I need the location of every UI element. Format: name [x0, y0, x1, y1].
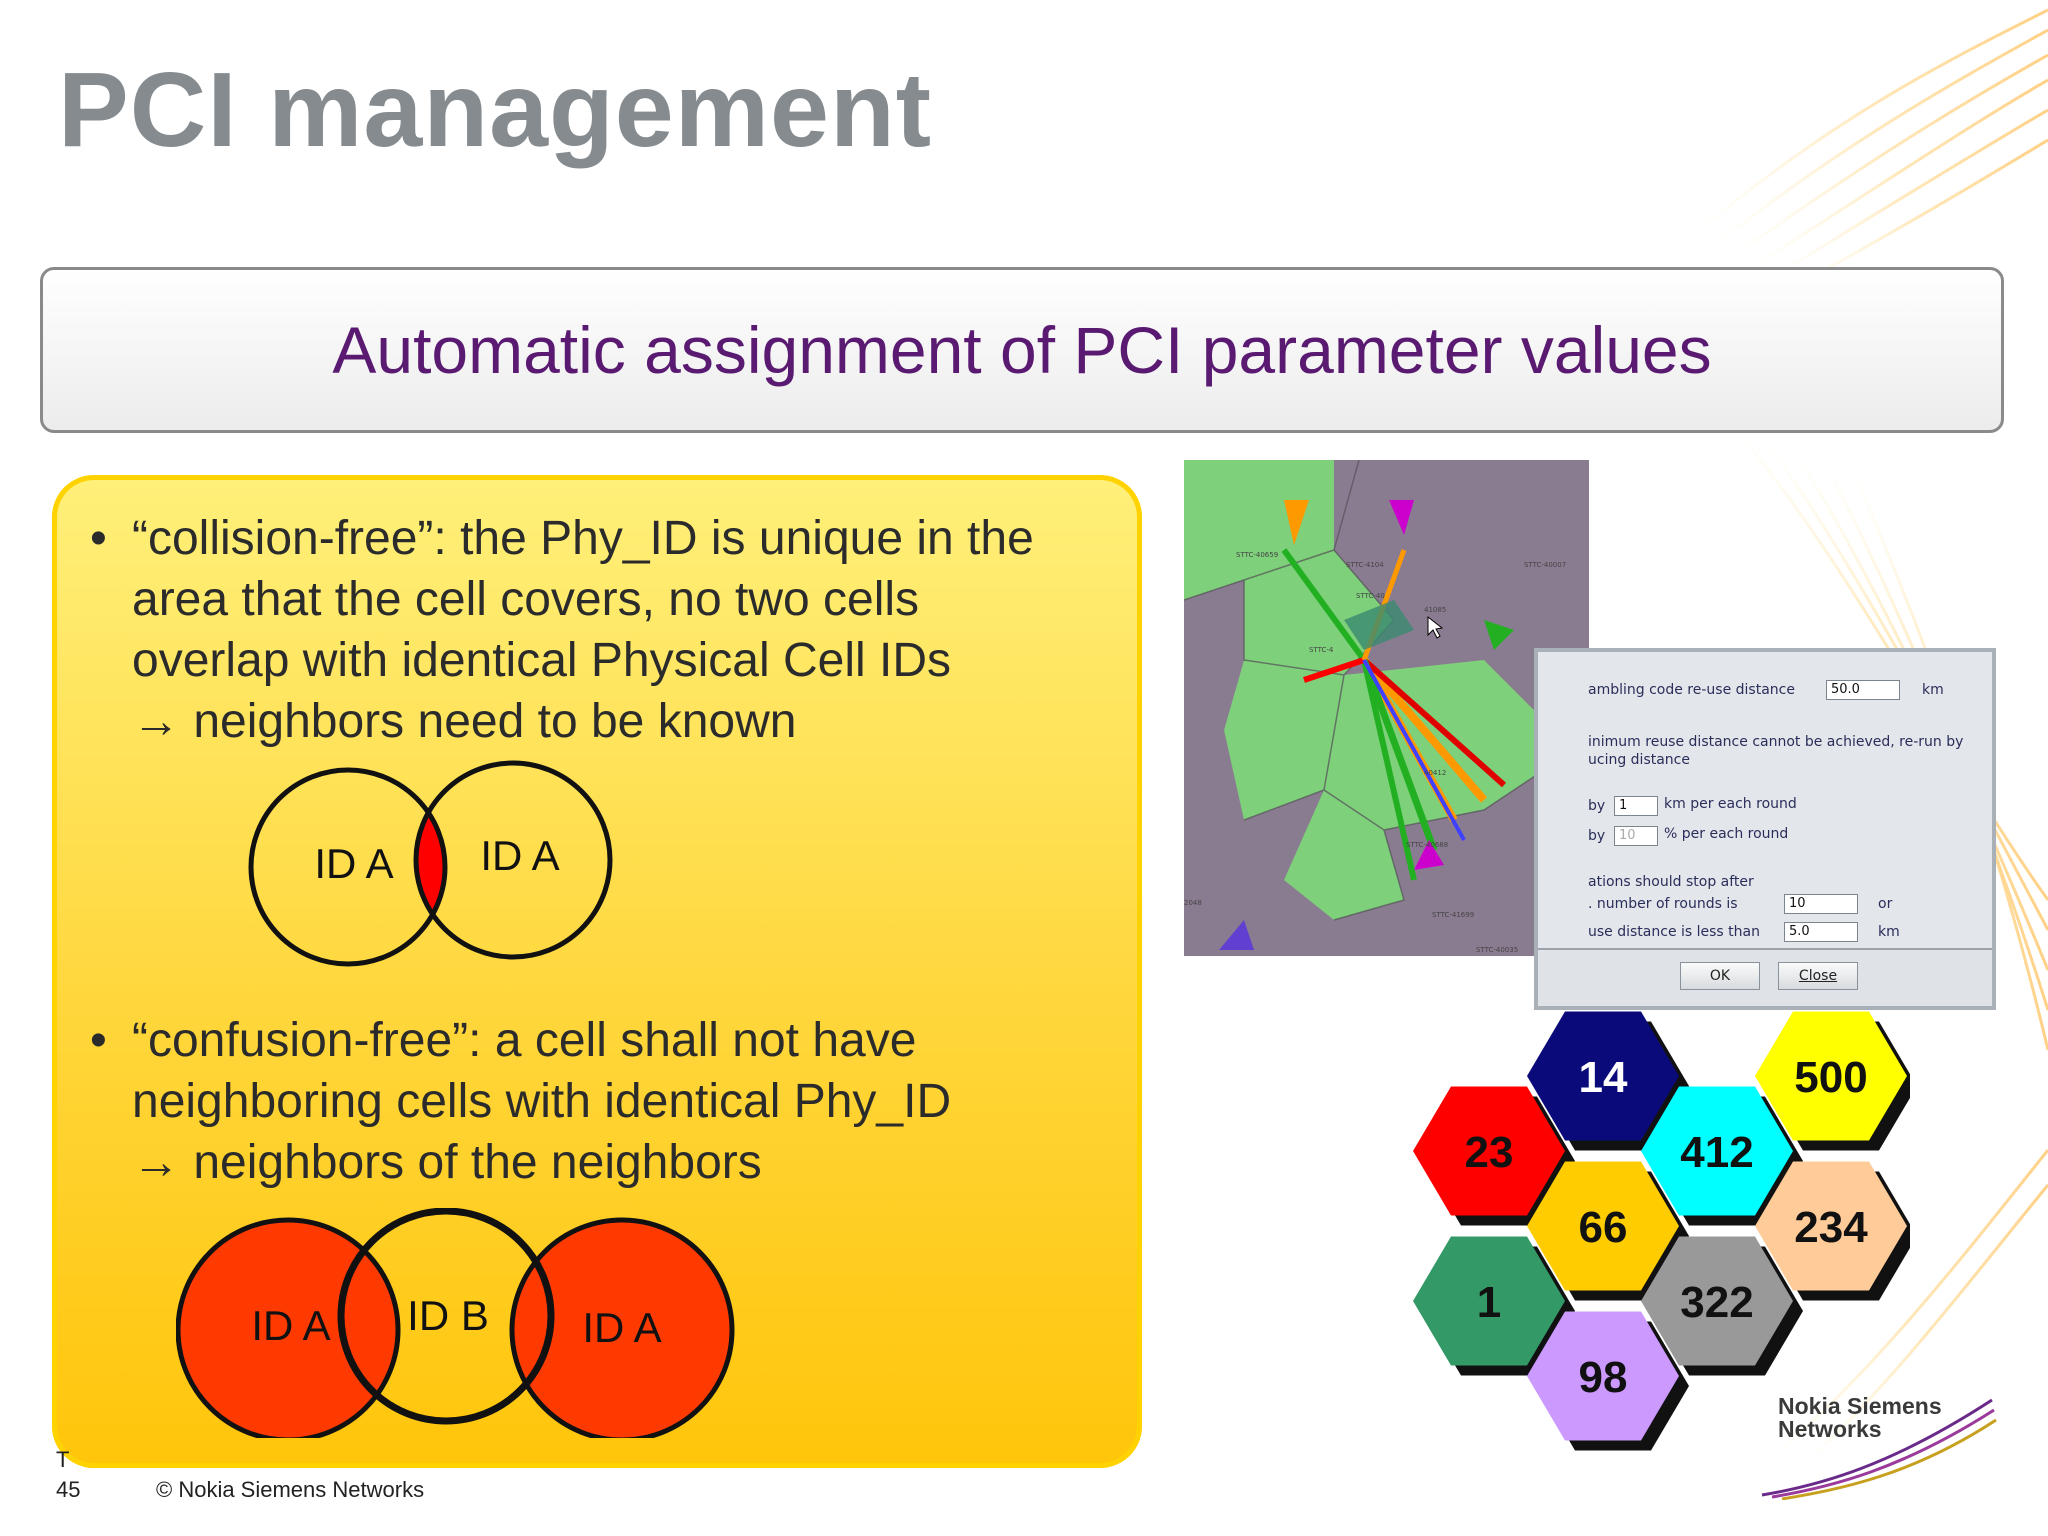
hex-label: 98 — [1579, 1353, 1628, 1402]
rounds-label: . number of rounds is — [1588, 896, 1738, 912]
slide-title: PCI management — [58, 51, 933, 169]
logo-swoosh-icon — [1761, 1398, 1997, 1500]
cell-circle-left — [248, 767, 448, 967]
hex-cell: 412 — [1641, 1086, 1793, 1216]
by-pct-prefix: by — [1588, 828, 1606, 844]
pci-hex-grid: 14 500 23 412 66 234 1 322 98 — [1413, 1011, 1910, 1451]
hex-cell: 23 — [1413, 1086, 1565, 1216]
bullet-line: area that the cell covers, no two cells — [132, 573, 920, 626]
ok-button[interactable]: OK — [1680, 962, 1760, 990]
hex-cell: 66 — [1527, 1161, 1679, 1291]
bullet-line: overlap with identical Physical Cell IDs — [132, 634, 951, 687]
site-label: 40412 — [1424, 769, 1446, 777]
bullet-line: → neighbors need to be known — [132, 695, 797, 748]
hex-label: 322 — [1680, 1278, 1753, 1327]
hex-cell: 500 — [1755, 1011, 1907, 1141]
logo-line-2: Networks — [1778, 1416, 1882, 1442]
cell-label-left: ID A — [314, 840, 393, 887]
hex-label: 1 — [1477, 1278, 1501, 1327]
hex-cell: 1 — [1413, 1236, 1565, 1366]
bullet-line: neighboring cells with identical Phy_ID — [132, 1075, 952, 1128]
reuse-row: ambling code re-use distance — [1588, 682, 1795, 698]
page-number: 45 — [56, 1477, 81, 1502]
cell-label-middle: ID B — [407, 1292, 489, 1339]
hex-shape — [1413, 1236, 1565, 1366]
logo-line-1: Nokia Siemens — [1778, 1393, 1942, 1419]
site-label: STTC-40688 — [1406, 841, 1448, 849]
cell-circle-left — [176, 1217, 401, 1438]
dist-label: use distance is less than — [1588, 924, 1760, 940]
by-km-prefix: by — [1588, 798, 1606, 814]
nokia-siemens-logo: Nokia Siemens Networks — [1778, 1395, 1942, 1441]
hex-label: 412 — [1680, 1128, 1753, 1177]
hex-shape — [1755, 1011, 1907, 1141]
rounds-suffix: or — [1878, 896, 1893, 912]
dialog-button-bar: OK Close — [1538, 948, 1992, 1006]
site-label: 2048 — [1184, 899, 1202, 907]
banner: Automatic assignment of PCI parameter va… — [40, 267, 2004, 433]
hex-label: 14 — [1579, 1053, 1628, 1102]
pct-step-field[interactable]: 10 — [1614, 826, 1658, 846]
hex-shape — [1641, 1086, 1793, 1216]
hex-label: 500 — [1794, 1053, 1867, 1102]
note-line-2: ucing distance — [1588, 752, 1690, 768]
cell-circle-middle — [337, 1208, 555, 1425]
reuse-distance-field[interactable]: 50.0 — [1826, 680, 1900, 700]
hex-cell: 234 — [1755, 1161, 1907, 1291]
hex-label: 66 — [1579, 1203, 1628, 1252]
collision-diagram: ID A ID A — [248, 760, 613, 967]
by-km-suffix: km per each round — [1664, 796, 1797, 812]
site-label: STTC-40007 — [1524, 561, 1566, 569]
dist-unit: km — [1878, 924, 1900, 940]
hex-shape — [1527, 1011, 1679, 1141]
cell-circle-right — [413, 760, 613, 960]
bullet-line: “confusion-free”: a cell shall not have — [132, 1014, 917, 1067]
site-label: 41085 — [1424, 606, 1446, 614]
hex-shape — [1413, 1086, 1565, 1216]
hex-shape — [1527, 1161, 1679, 1291]
hex-cell: 322 — [1641, 1236, 1793, 1366]
hex-shape — [1641, 1236, 1793, 1366]
mouse-cursor-icon — [1427, 615, 1444, 639]
bullet-text: “confusion-free”: a cell shall not have … — [132, 1010, 1182, 1193]
cell-circle-right — [509, 1217, 735, 1438]
bullet-line: “collision-free”: the Phy_ID is unique i… — [132, 512, 1034, 565]
hex-cell: 98 — [1527, 1311, 1679, 1441]
km-step-field[interactable]: 1 — [1614, 796, 1658, 816]
bullet-line: → neighbors of the neighbors — [132, 1136, 762, 1189]
reuse-unit: km — [1922, 682, 1944, 698]
network-map-screenshot: STTC-40659 STTC-4104 STTC-40007 STTC-40 … — [1184, 460, 1589, 956]
rounds-field[interactable]: 10 — [1784, 894, 1858, 914]
note-line-1: inimum reuse distance cannot be achieved… — [1588, 734, 1964, 750]
hex-label: 23 — [1465, 1128, 1514, 1177]
cell-label-right: ID A — [582, 1304, 661, 1351]
site-label: STTC-41699 — [1432, 911, 1474, 919]
bullet-dot: • — [90, 512, 107, 565]
banner-text: Automatic assignment of PCI parameter va… — [332, 313, 1712, 387]
copyright: © Nokia Siemens Networks — [156, 1477, 425, 1502]
hex-label: 234 — [1794, 1203, 1868, 1252]
footer-partial: T — [56, 1447, 70, 1472]
confusion-diagram: ID A ID B ID A — [176, 1208, 735, 1438]
bullet-dot: • — [90, 1014, 107, 1067]
site-label: STTC-4104 — [1346, 561, 1384, 569]
hex-cell: 14 — [1527, 1011, 1679, 1141]
cell-label-right: ID A — [480, 832, 559, 879]
stop-line: ations should stop after — [1588, 874, 1754, 890]
hex-shape — [1527, 1311, 1679, 1441]
stop-distance-field[interactable]: 5.0 — [1784, 922, 1858, 942]
site-label: STTC-40 — [1356, 592, 1385, 600]
by-pct-suffix: % per each round — [1664, 826, 1789, 842]
site-label: STTC-4 — [1309, 646, 1334, 654]
hex-shape — [1755, 1161, 1907, 1291]
site-label: STTC-40035 — [1476, 946, 1518, 954]
cell-label-left: ID A — [251, 1302, 330, 1349]
close-button[interactable]: Close — [1778, 962, 1858, 990]
reuse-distance-dialog: ambling code re-use distance 50.0 km ini… — [1534, 648, 1996, 1010]
reuse-label: ambling code re-use distance — [1588, 682, 1795, 698]
bullet-text: “collision-free”: the Phy_ID is unique i… — [132, 508, 1182, 752]
site-label: STTC-40659 — [1236, 551, 1278, 559]
